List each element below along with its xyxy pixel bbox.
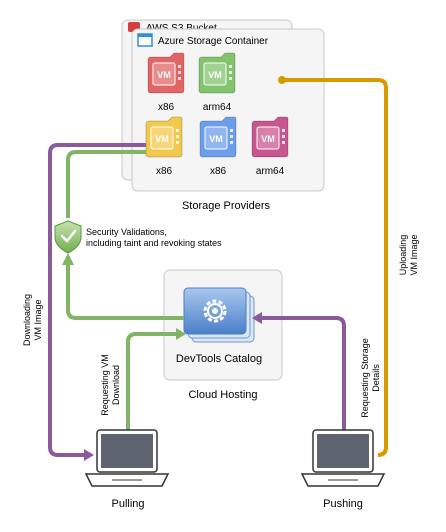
vm-image-icon[interactable]: VM x86	[199, 116, 237, 177]
azure-storage-label: Azure Storage Container	[158, 36, 269, 47]
pushing-laptop-icon[interactable]	[300, 429, 386, 487]
uploading-vm-image-arrow	[278, 76, 388, 457]
requesting-storage-label-line2: Details	[371, 364, 381, 392]
downloading-vm-image-arrow	[48, 143, 146, 461]
vm-image-icon[interactable]: VM arm64	[198, 52, 236, 113]
vm-arch-label: arm64	[256, 166, 285, 177]
azure-window-icon	[137, 33, 153, 47]
devtools-catalog-label: DevTools Catalog	[176, 353, 262, 365]
vm-badge-text: VM	[157, 70, 171, 80]
devtools-catalog-node[interactable]	[183, 287, 255, 343]
vm-arch-label: x86	[210, 166, 227, 177]
requesting-storage-label-line1: Requesting Storage	[360, 338, 370, 418]
security-validations-line2: including taint and revoking states	[86, 238, 222, 248]
vm-image-icon[interactable]: VM arm64	[251, 116, 289, 177]
requesting-vm-download-arrow	[126, 328, 186, 430]
downloading-label-line1: Downloading	[22, 294, 32, 346]
vm-badge-text: VM	[155, 134, 169, 144]
uploading-label-line2: VM Image	[409, 234, 419, 275]
requesting-download-label-line2: Download	[111, 365, 121, 405]
downloading-label-line2: VM Image	[33, 299, 43, 340]
uploading-label-line1: Uploading	[398, 235, 408, 276]
vm-arch-label: x86	[156, 166, 173, 177]
security-validation-arrow	[62, 150, 184, 320]
gear-icon	[203, 299, 227, 323]
cloud-hosting-label: Cloud Hosting	[188, 389, 257, 401]
security-validations-line1: Security Validations,	[86, 227, 167, 237]
vm-badge-text: VM	[261, 134, 275, 144]
requesting-storage-details-arrow	[252, 312, 346, 430]
vm-badge-text: VM	[209, 134, 223, 144]
vm-image-icon[interactable]: VM x86	[145, 116, 183, 177]
pushing-label: Pushing	[323, 498, 363, 510]
pulling-laptop-icon[interactable]	[84, 429, 170, 487]
pulling-label: Pulling	[111, 498, 144, 510]
vm-image-icon[interactable]: VM x86	[147, 52, 185, 113]
storage-providers-label: Storage Providers	[182, 200, 271, 212]
vm-arch-label: arm64	[203, 102, 232, 113]
vm-arch-label: x86	[158, 102, 175, 113]
security-shield-icon	[54, 220, 82, 254]
vm-badge-text: VM	[208, 70, 222, 80]
requesting-download-label-line1: Requesting VM	[100, 354, 110, 416]
